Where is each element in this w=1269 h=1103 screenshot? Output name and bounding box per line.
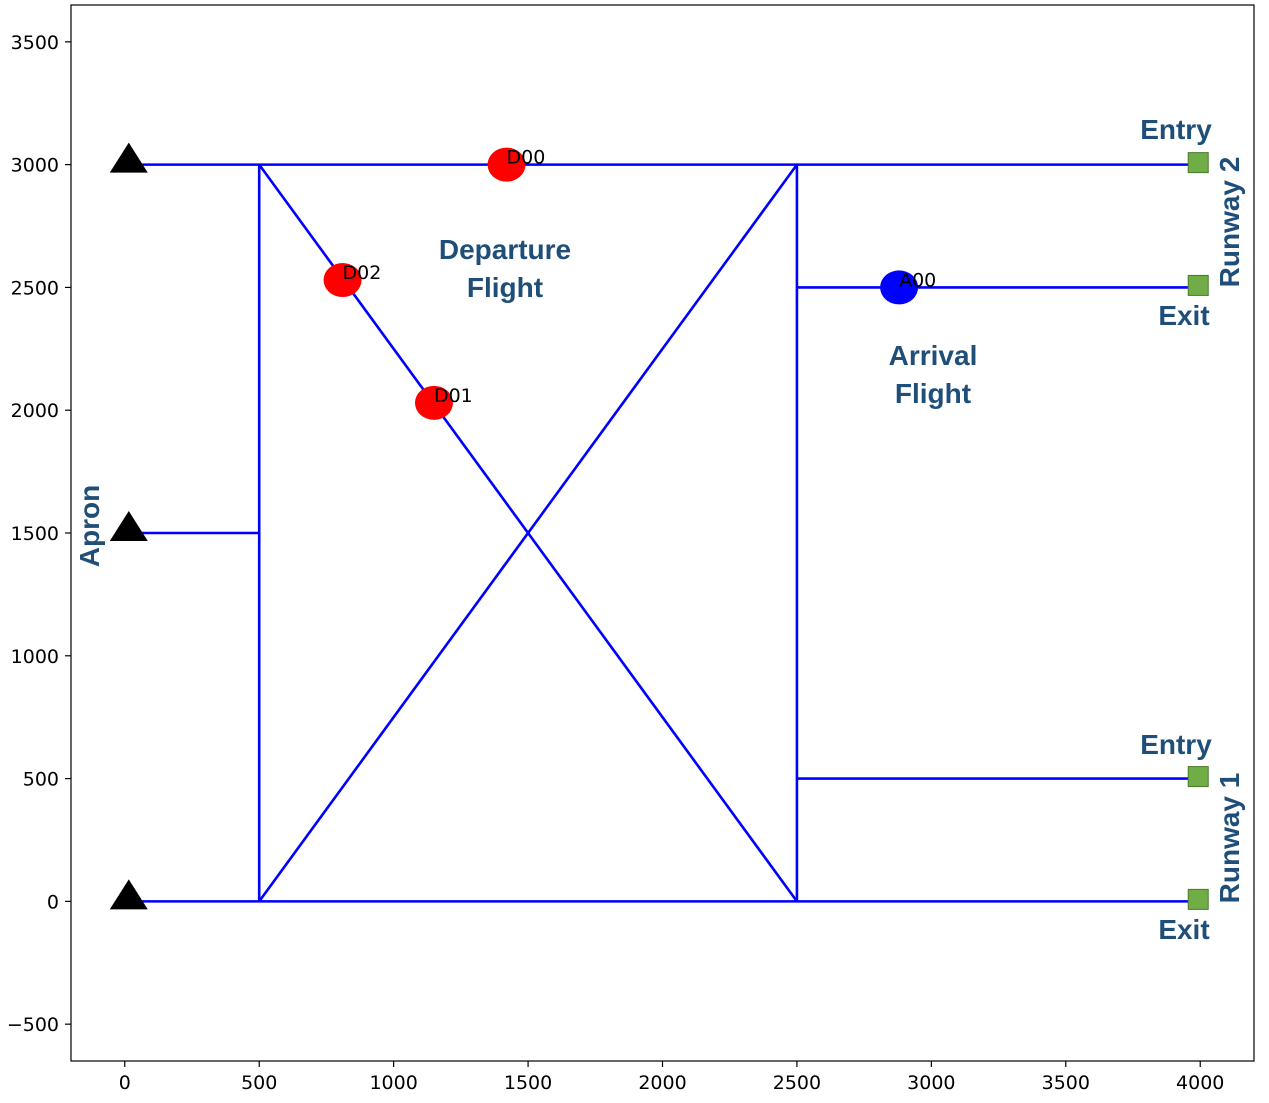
x-tick-label: 500 (241, 1072, 277, 1094)
x-tick-label: 2500 (773, 1072, 821, 1094)
departure-flight-label: D00 (507, 147, 546, 169)
runway2-exit-annotation: Exit (1158, 300, 1209, 331)
departure-flight-marker (414, 385, 453, 420)
plot-area (70, 4, 1255, 1062)
taxiway-network (124, 163, 1201, 903)
axes: 0 500 1000 1500 2000 2500 3000 3500 4000 −500 0 500… (7, 32, 1225, 1094)
departure-flight-label: D01 (434, 385, 473, 407)
y-tick-label: 2000 (11, 400, 59, 422)
x-tick-label: 1000 (369, 1072, 417, 1094)
runway1-exit-annotation: Exit (1158, 914, 1209, 945)
y-tick-label: 1000 (11, 646, 59, 668)
y-tick-label: 500 (23, 769, 59, 791)
y-tick-label: 2500 (11, 277, 59, 299)
arrival-annotation-line1: Arrival (889, 340, 978, 371)
runway-point-marker (1187, 152, 1209, 174)
arrival-flight-label: A00 (899, 269, 936, 291)
runway-point-marker (1187, 274, 1209, 296)
x-tick-label: 0 (119, 1072, 131, 1094)
x-tick-label: 2000 (638, 1072, 686, 1094)
y-tick-label: 1500 (11, 523, 59, 545)
departure-annotation-line1: Departure (439, 234, 571, 265)
arrival-flight-marker (880, 270, 919, 305)
x-tick-label: 3000 (907, 1072, 955, 1094)
departure-flight-marker (487, 147, 526, 182)
apron-annotation: Apron (74, 485, 105, 567)
taxiway-segment-6 (258, 163, 798, 903)
x-tick-label: 3500 (1042, 1072, 1090, 1094)
y-tick-label: 3500 (11, 32, 59, 54)
runway-point-marker (1187, 766, 1209, 788)
departure-flight-marker (323, 263, 362, 298)
runway2-annotation: Runway 2 (1214, 157, 1245, 288)
departure-annotation-line2: Flight (467, 272, 543, 303)
y-tick-label: −500 (7, 1014, 59, 1036)
y-tick-label: 0 (47, 891, 59, 913)
apron-marker (109, 879, 148, 910)
runway-point-marker (1187, 888, 1209, 910)
runway1-annotation: Runway 1 (1214, 773, 1245, 904)
x-tick-label: 4000 (1176, 1072, 1224, 1094)
runway2-entry-annotation: Entry (1140, 114, 1212, 145)
y-tick-label: 3000 (11, 155, 59, 177)
runway1-entry-annotation: Entry (1140, 729, 1212, 760)
arrival-annotation-line2: Flight (895, 378, 971, 409)
x-tick-label: 1500 (504, 1072, 552, 1094)
apron-marker (109, 142, 148, 173)
apron-marker (109, 511, 148, 541)
departure-flight-label: D02 (343, 262, 382, 284)
